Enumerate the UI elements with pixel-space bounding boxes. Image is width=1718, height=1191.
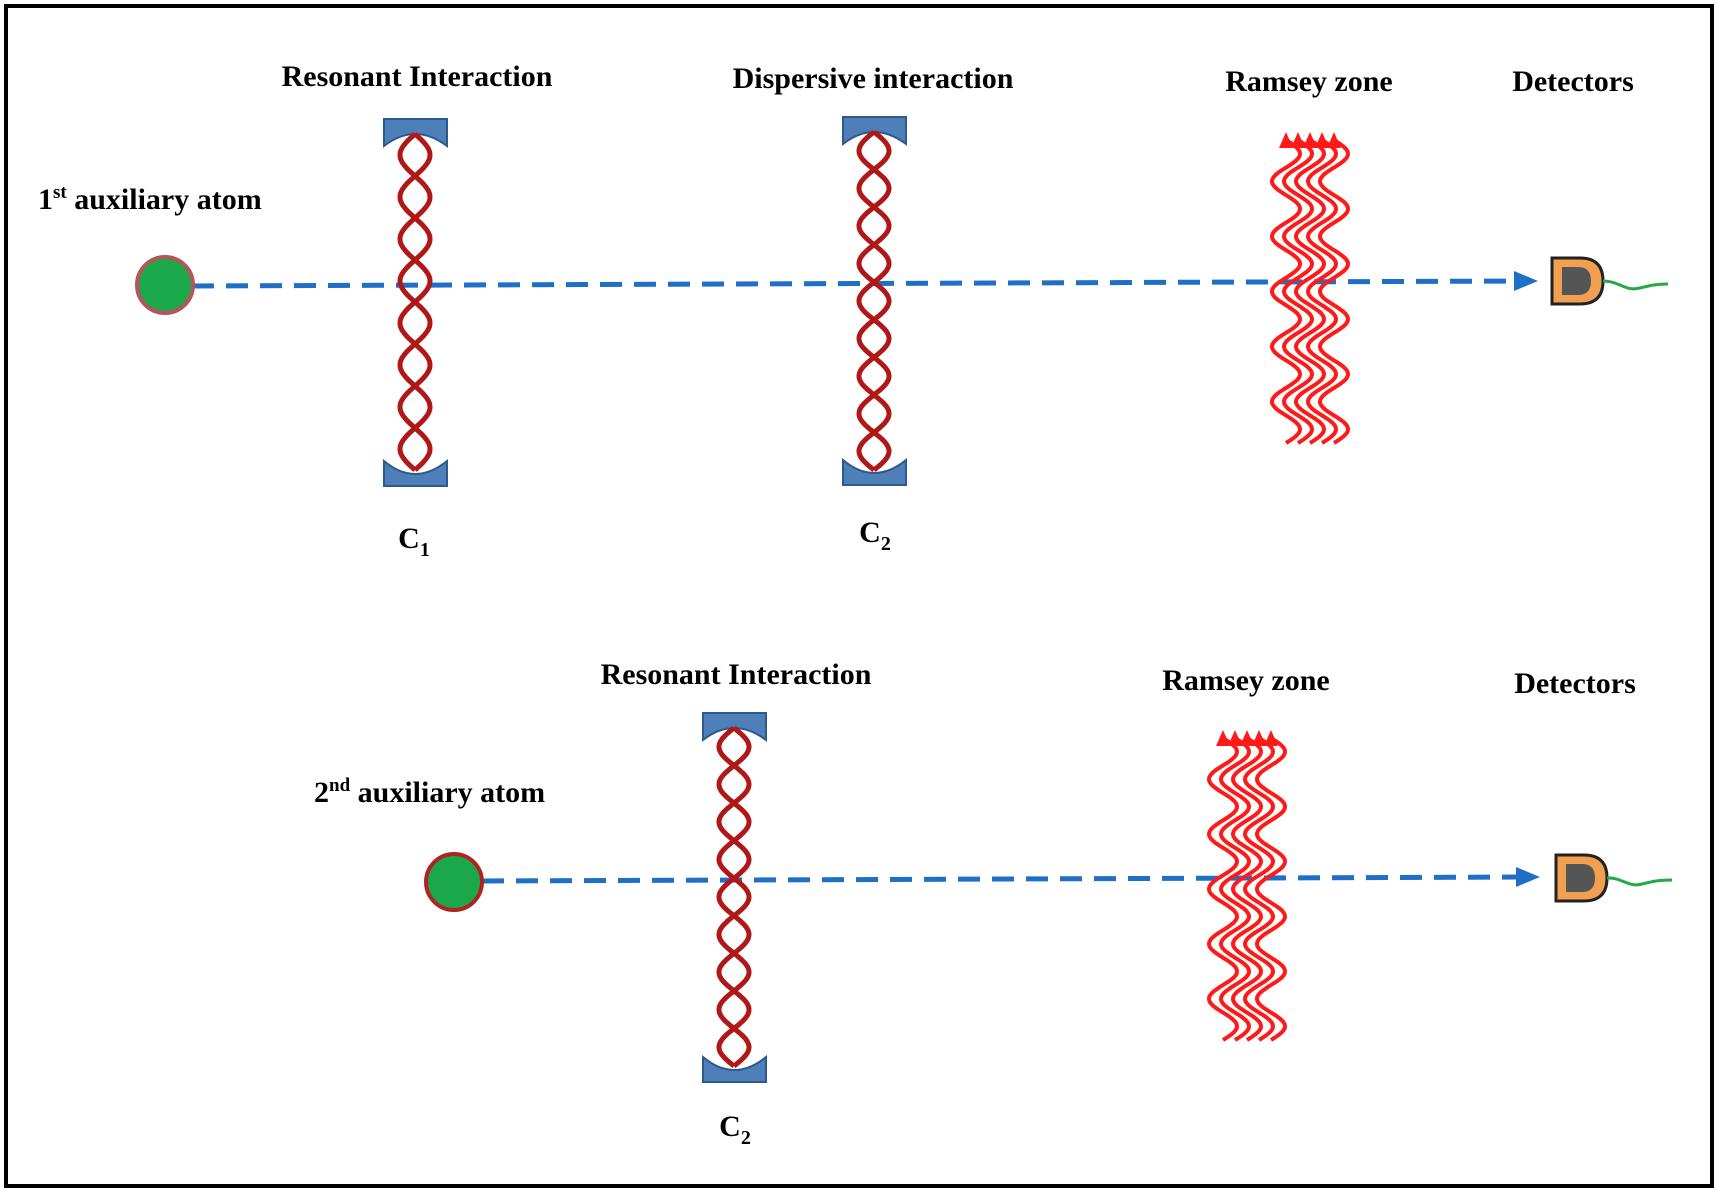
ramsey-arrow-head xyxy=(1327,132,1341,148)
cavity-c1-field xyxy=(397,132,433,472)
auxiliary-atom-1-label: 1st auxiliary atom xyxy=(38,182,262,216)
auxiliary-atom-2 xyxy=(424,852,484,912)
ramsey-arrow-head xyxy=(1240,730,1254,746)
cavity-c2b-bottom-mirror xyxy=(702,1054,767,1083)
ramsey-zone-top xyxy=(1269,132,1351,445)
ramsey-wave-line xyxy=(1281,138,1315,445)
ramsey-wave-line xyxy=(1317,138,1351,445)
cavity-c2-field xyxy=(856,130,892,472)
ramsey-arrow-head xyxy=(1252,730,1266,746)
ramsey-arrow-head xyxy=(1291,132,1305,148)
ramsey-wave-line xyxy=(1269,138,1303,445)
cavity-field-strand xyxy=(856,130,892,472)
detector-bottom xyxy=(1554,853,1673,903)
ramsey-arrow-head xyxy=(1228,730,1242,746)
cavity-field-strand xyxy=(716,726,752,1068)
ramsey-wave-line xyxy=(1305,138,1339,445)
ramsey-zone-bottom xyxy=(1206,730,1288,1042)
detector-bottom-wire xyxy=(1606,876,1673,887)
cavity-c1 xyxy=(383,118,448,487)
ramsey-zone-label-bottom: Ramsey zone xyxy=(1162,664,1330,697)
cavity-c2-label-top: C2 xyxy=(859,516,891,555)
detector-top xyxy=(1550,256,1669,306)
cavity-c1-label: C1 xyxy=(398,522,430,561)
resonant-interaction-label-bottom: Resonant Interaction xyxy=(600,658,872,691)
cavity-c2b-field xyxy=(716,726,752,1068)
cavity-c2-bottom-mirror xyxy=(842,457,907,486)
resonant-interaction-label-top: Resonant Interaction xyxy=(281,60,553,93)
detectors-label-top: Detectors xyxy=(1512,65,1634,98)
ramsey-arrow-head xyxy=(1315,132,1329,148)
ramsey-wave-line xyxy=(1230,736,1264,1042)
cavity-c1-top-mirror xyxy=(383,118,448,149)
atom-beam-top xyxy=(191,271,1538,291)
cavity-c2-label-bottom: C2 xyxy=(719,1110,751,1149)
cavity-field-strand xyxy=(716,726,752,1068)
ramsey-wave-line xyxy=(1218,736,1252,1042)
cavity-c2-bottom xyxy=(702,712,767,1083)
cavity-c2-top-mirror xyxy=(842,116,907,147)
auxiliary-atom-2-label: 2nd auxiliary atom xyxy=(314,775,546,809)
ramsey-arrow-head xyxy=(1303,132,1317,148)
ramsey-wave-line xyxy=(1242,736,1276,1042)
auxiliary-atom-1 xyxy=(135,255,195,315)
ramsey-wave-line xyxy=(1254,736,1288,1042)
ramsey-wave-line xyxy=(1206,736,1240,1042)
cavity-field-strand xyxy=(856,130,892,472)
figure-frame xyxy=(4,4,1714,1188)
cavity-c1-bottom-mirror xyxy=(383,458,448,487)
cavity-c2b-top-mirror xyxy=(702,712,767,743)
ramsey-zone-label-top: Ramsey zone xyxy=(1225,65,1393,98)
dispersive-interaction-label: Dispersive interaction xyxy=(732,62,1014,95)
detectors-label-bottom: Detectors xyxy=(1514,667,1636,700)
ramsey-arrow-head xyxy=(1216,730,1230,746)
cavity-field-strand xyxy=(397,132,433,472)
ramsey-arrow-head xyxy=(1264,730,1278,746)
cavity-c2-top xyxy=(842,116,907,486)
ramsey-wave-line xyxy=(1293,138,1327,445)
detector-top-wire xyxy=(1602,279,1669,291)
atom-beam-bottom xyxy=(481,867,1540,887)
ramsey-arrow-head xyxy=(1279,132,1293,148)
